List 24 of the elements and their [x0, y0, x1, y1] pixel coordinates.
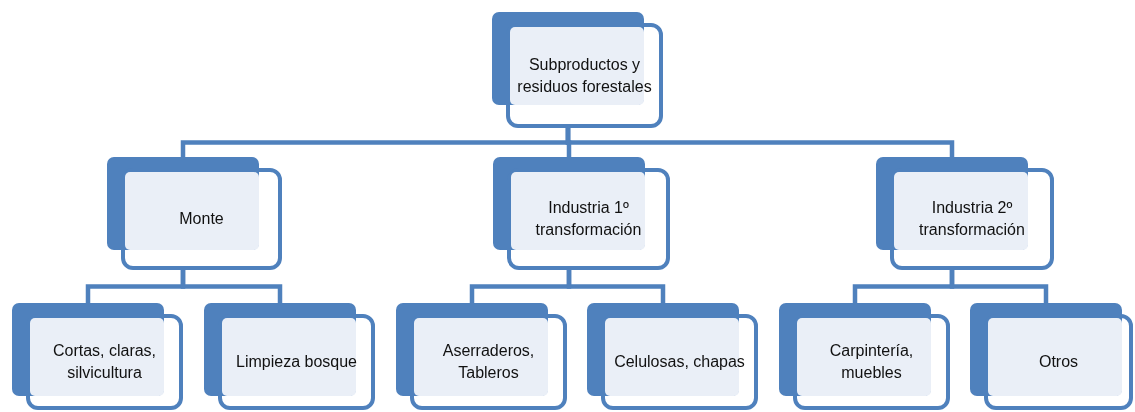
process-box	[107, 157, 282, 270]
connector-line	[180, 268, 283, 303]
connector-line	[566, 268, 666, 303]
node-label: Monte	[179, 209, 224, 229]
process-box	[970, 303, 1133, 410]
node-label: Cortas, claras, silvicultura	[51, 341, 158, 383]
connector-line	[949, 268, 1049, 303]
process-box	[396, 303, 567, 410]
node-label: Aserraderos, Tableros	[441, 341, 536, 383]
node-label: Industria 2º transformación	[918, 198, 1026, 240]
process-box	[587, 303, 758, 410]
node-label: Carpintería, muebles	[828, 341, 915, 383]
process-box	[12, 303, 183, 410]
node-label: Otros	[1038, 352, 1079, 372]
process-box	[779, 303, 950, 410]
node-label: Celulosas, chapas	[614, 352, 745, 372]
process-box	[204, 303, 375, 410]
process-box	[493, 157, 670, 270]
process-box	[876, 157, 1054, 270]
node-label: Industria 1º transformación	[534, 198, 643, 240]
process-box	[492, 12, 663, 128]
node-label: Subproductos y residuos forestales	[516, 54, 653, 97]
node-label: Limpieza bosque	[236, 352, 357, 372]
connector-line	[565, 126, 955, 157]
